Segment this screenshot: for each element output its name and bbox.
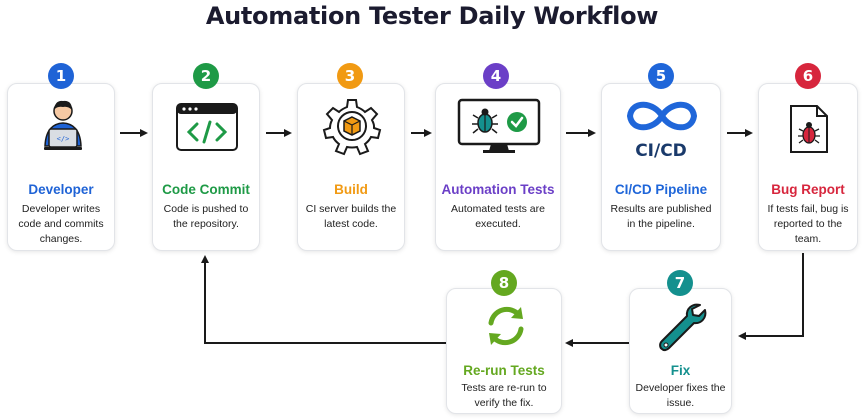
step-number-badge: 5 xyxy=(648,63,674,89)
step-number-badge: 7 xyxy=(667,270,693,296)
step-label: Build xyxy=(334,182,368,197)
step-label: Code Commit xyxy=(162,182,250,197)
diagram-title: Automation Tester Daily Workflow xyxy=(205,2,659,30)
step-description: CI server builds the latest code. xyxy=(305,203,397,230)
step-number-badge: 4 xyxy=(483,63,509,89)
step-label: Fix xyxy=(670,363,691,378)
monitor-bug-check-icon xyxy=(455,98,543,161)
step-label: Developer xyxy=(28,182,94,197)
step-card-developer: </> Developer Developer writes code and … xyxy=(7,83,115,251)
step-card-build: Build CI server builds the latest code. xyxy=(297,83,405,251)
step-label: CI/CD Pipeline xyxy=(614,182,708,197)
step-card-rerun-tests: Re-run Tests Tests are re-run to verify … xyxy=(446,288,562,414)
arrow-8-2 xyxy=(201,255,446,344)
step-card-automation-tests: Automation Tests Automated tests are exe… xyxy=(435,83,561,251)
step-label: Bug Report xyxy=(771,182,845,197)
code-window-icon xyxy=(175,102,239,157)
step-number-badge: 6 xyxy=(795,63,821,89)
infinity-icon xyxy=(624,98,700,139)
document-bug-icon xyxy=(787,104,831,159)
step-description: Developer fixes the issue. xyxy=(635,382,726,409)
step-description: Tests are re-run to verify the fix. xyxy=(461,382,547,409)
developer-laptop-icon: </> xyxy=(36,98,90,157)
step-number-badge: 1 xyxy=(48,63,74,89)
step-label: Automation Tests xyxy=(441,182,555,197)
cicd-icon-text: CI/CD xyxy=(635,141,687,161)
refresh-arrows-icon xyxy=(483,303,529,354)
step-description: Results are published in the pipeline. xyxy=(610,203,712,230)
step-card-cicd-pipeline: CI/CD CI/CD Pipeline Results are publish… xyxy=(601,83,721,251)
step-number-badge: 8 xyxy=(491,270,517,296)
step-number-badge: 3 xyxy=(337,63,363,89)
svg-text:</>: </> xyxy=(57,135,70,143)
step-description: Developer writes code and commits change… xyxy=(18,203,104,245)
step-card-code-commit: Code Commit Code is pushed to the reposi… xyxy=(152,83,260,251)
step-card-fix: Fix Developer fixes the issue. xyxy=(629,288,732,414)
step-description: Automated tests are executed. xyxy=(451,203,545,230)
gear-box-icon xyxy=(322,96,382,161)
wrench-icon xyxy=(656,301,708,358)
step-number-badge: 2 xyxy=(193,63,219,89)
step-description: Code is pushed to the repository. xyxy=(163,203,249,230)
step-label: Re-run Tests xyxy=(463,363,545,378)
step-description: If tests fail, bug is reported to the te… xyxy=(767,203,849,245)
arrow-6-7 xyxy=(738,253,804,340)
step-card-bug-report: Bug Report If tests fail, bug is reporte… xyxy=(758,83,858,251)
